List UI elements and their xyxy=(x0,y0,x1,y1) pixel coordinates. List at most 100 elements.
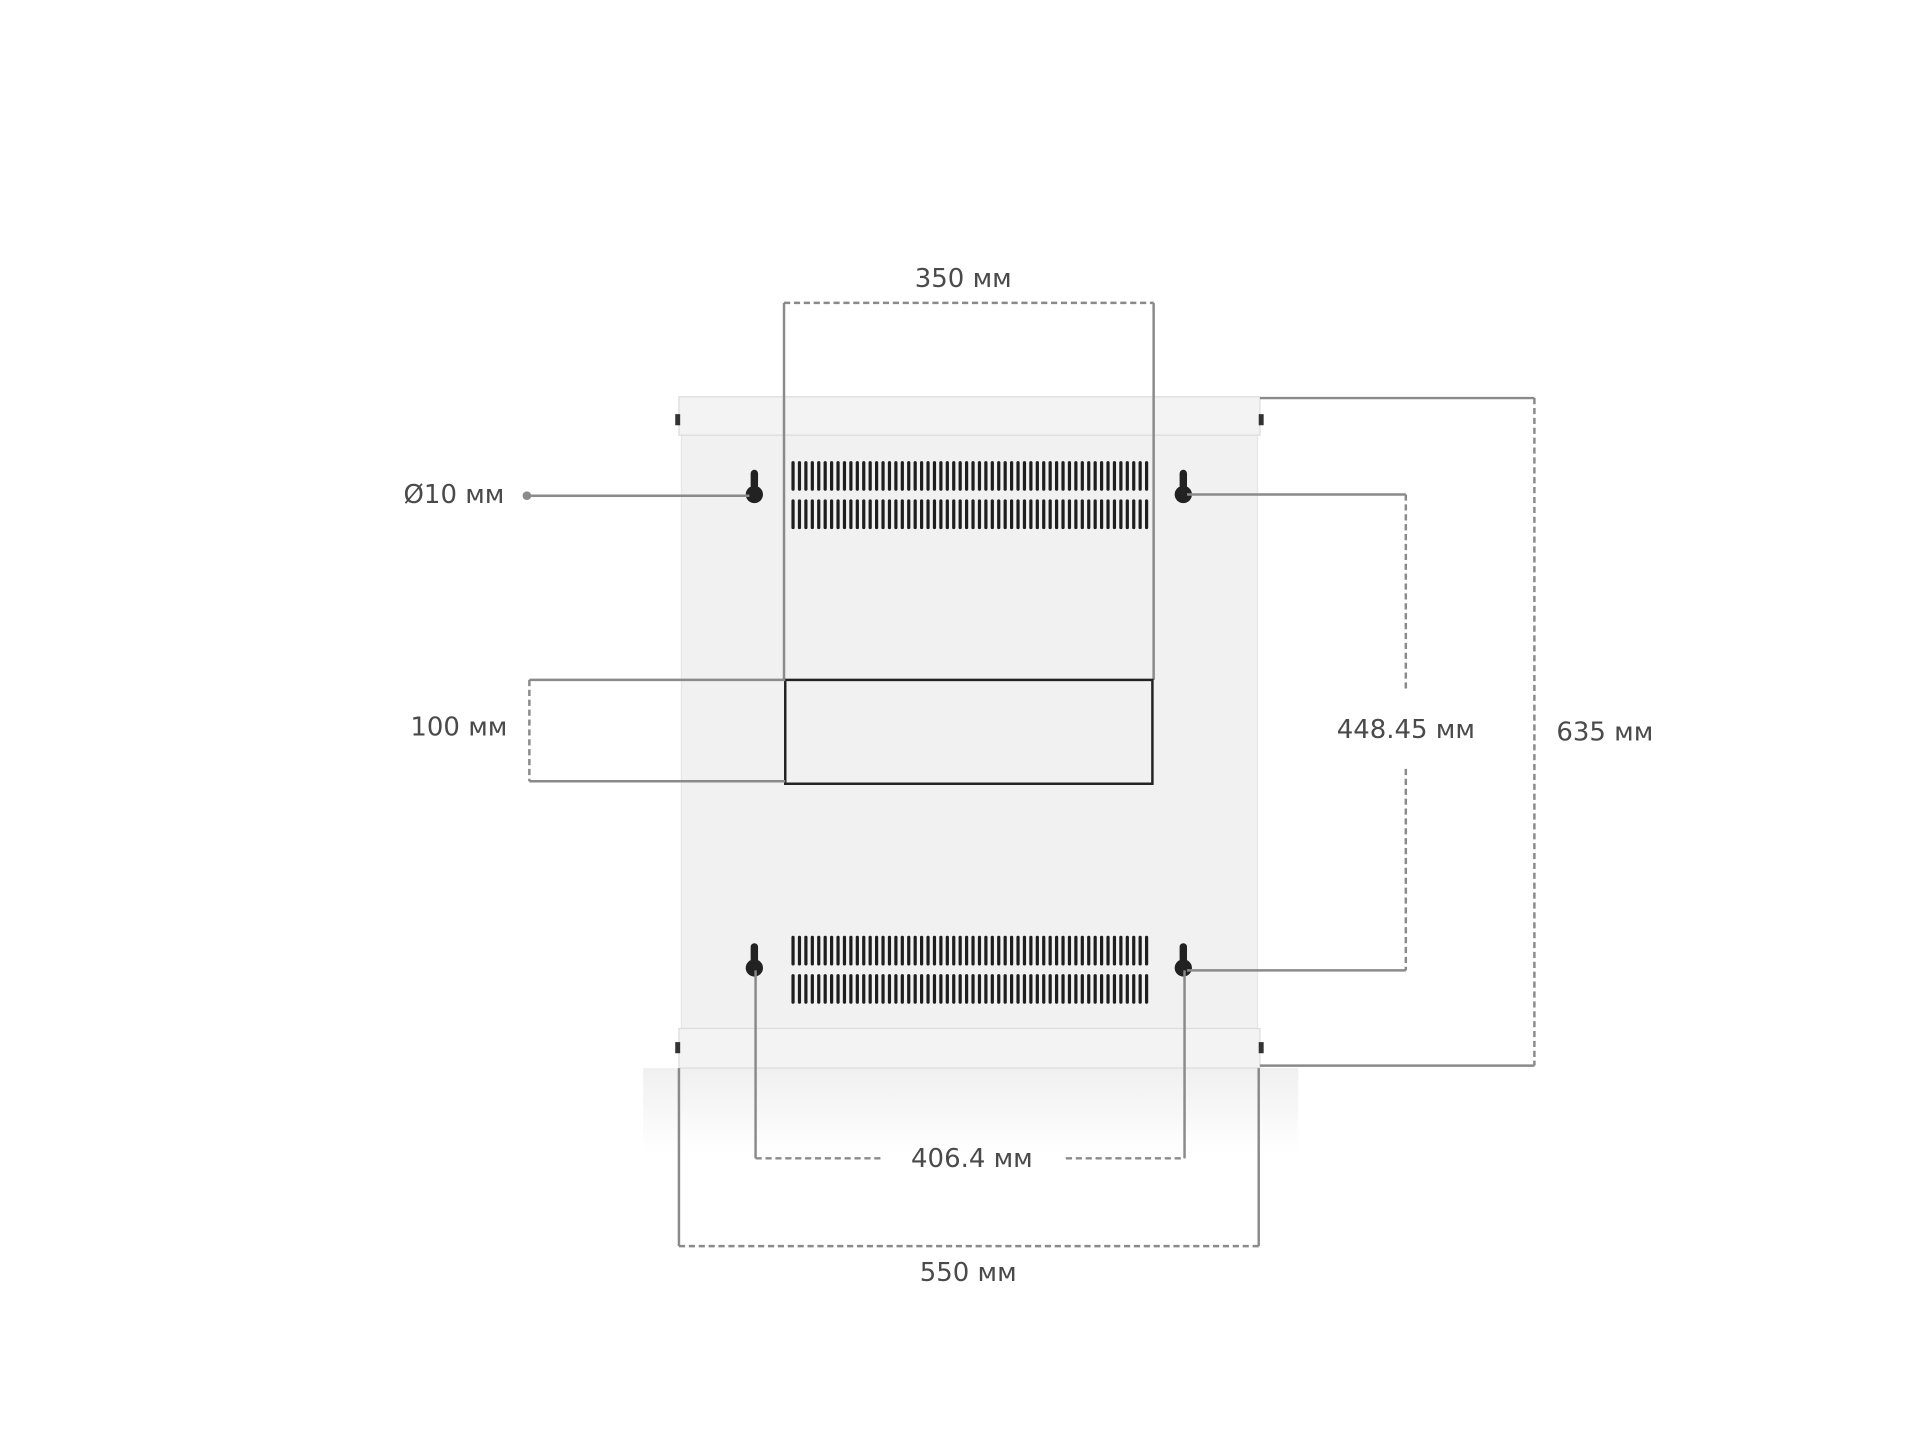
vent-slot xyxy=(1016,499,1020,530)
vent-slot xyxy=(1035,499,1039,530)
vent-slot xyxy=(1009,935,1014,966)
vent-slot xyxy=(1112,974,1117,1004)
vent-slot xyxy=(977,499,982,530)
vent-slot xyxy=(1119,461,1123,491)
vent-slot xyxy=(1093,461,1097,491)
vent-slot xyxy=(997,499,1001,530)
vent-slot xyxy=(1106,499,1110,530)
vent-slot xyxy=(932,499,937,530)
vent-slot xyxy=(990,974,994,1004)
vent-slot xyxy=(817,499,821,530)
vent-slot xyxy=(984,461,988,491)
vent-slot xyxy=(919,935,924,966)
vent-slot xyxy=(836,974,840,1004)
keyhole-icon xyxy=(745,469,764,504)
vent-slot xyxy=(971,461,975,491)
vent-slot xyxy=(797,499,802,530)
vent-slot xyxy=(997,935,1001,966)
vent-slot xyxy=(1067,461,1072,491)
vent-slot xyxy=(913,461,917,491)
vent-slot xyxy=(1080,461,1084,491)
vent-slot xyxy=(1029,499,1033,530)
vent-slot xyxy=(900,461,904,491)
vent-slot xyxy=(1022,499,1027,530)
vent-slot xyxy=(1022,461,1027,491)
vent-slot xyxy=(1080,499,1084,530)
label-total-height: 635 мм xyxy=(1556,718,1653,748)
vent-slot xyxy=(1132,461,1136,491)
vent-slot xyxy=(862,461,866,491)
vent-slot xyxy=(1042,935,1046,966)
vent-slot xyxy=(958,461,962,491)
vent-slot xyxy=(964,935,969,966)
vent-slot xyxy=(926,499,930,530)
vent-slot xyxy=(900,499,904,530)
vent-slot xyxy=(830,974,834,1004)
vent-slot xyxy=(1138,499,1142,530)
vent-slot xyxy=(1125,935,1129,966)
vent-slot xyxy=(1029,974,1033,1004)
vent-slot xyxy=(874,461,879,491)
vent-slot xyxy=(1106,461,1110,491)
vent-slot xyxy=(1106,974,1110,1004)
label-hole-diameter: Ø10 мм xyxy=(404,480,505,510)
vent-slot xyxy=(849,461,853,491)
dimension-hole-horizontal-spacing: 406.4 мм xyxy=(754,970,1186,1174)
vent-slot xyxy=(1009,461,1014,491)
dimension-total-width: 550 мм xyxy=(677,1068,1260,1288)
vent-slot xyxy=(868,461,872,491)
vent-slot xyxy=(842,935,847,966)
vent-slot xyxy=(958,499,962,530)
keyhole-icon xyxy=(1174,469,1192,504)
vent-slot xyxy=(945,499,949,530)
vent-slot xyxy=(849,499,853,530)
cabinet-body xyxy=(680,434,1259,1030)
keyhole-icon xyxy=(1174,943,1192,977)
vent-slot xyxy=(887,974,892,1004)
vent-slot xyxy=(849,974,853,1004)
dimension-hole-diameter: Ø10 мм xyxy=(404,480,750,510)
vent-slot xyxy=(997,461,1001,491)
vent-slot xyxy=(1048,974,1052,1004)
vent-slot xyxy=(952,974,956,1004)
vent-slot xyxy=(810,461,814,491)
vent-slot xyxy=(855,499,859,530)
vent-slot xyxy=(932,461,937,491)
vent-slot xyxy=(894,461,898,491)
keyhole-icon xyxy=(745,943,764,977)
vent-slot xyxy=(862,499,866,530)
vent-slot xyxy=(842,974,847,1004)
vent-slot xyxy=(907,461,911,491)
vent-slot xyxy=(797,974,802,1004)
vent-slot xyxy=(874,499,879,530)
vent-slot xyxy=(855,935,859,966)
vent-slot xyxy=(1119,974,1123,1004)
vent-slot xyxy=(862,974,866,1004)
vent-slot xyxy=(868,935,872,966)
vent-slot xyxy=(817,461,821,491)
label-middle-height: 100 мм xyxy=(410,713,507,743)
vent-slot xyxy=(1016,974,1020,1004)
vent-slot xyxy=(1144,499,1149,530)
vent-slot xyxy=(977,461,982,491)
vent-slot xyxy=(939,461,943,491)
vent-slot xyxy=(919,499,924,530)
vent-slot xyxy=(939,935,943,966)
vent-slot xyxy=(964,461,969,491)
vent-slot xyxy=(842,499,847,530)
label-total-width: 550 мм xyxy=(920,1258,1017,1288)
vent-slot xyxy=(990,461,994,491)
vent-slot xyxy=(945,935,949,966)
vent-slot xyxy=(817,935,821,966)
vent-slot xyxy=(1016,461,1020,491)
vent-slot xyxy=(1138,974,1142,1004)
vent-slot xyxy=(1125,499,1129,530)
vent-slot xyxy=(1016,935,1020,966)
vent-slot xyxy=(849,935,853,966)
vent-slot xyxy=(1048,935,1052,966)
vent-slot xyxy=(1042,499,1046,530)
cabinet xyxy=(675,396,1264,1069)
vent-slot xyxy=(804,974,808,1004)
vent-slot xyxy=(1042,461,1046,491)
